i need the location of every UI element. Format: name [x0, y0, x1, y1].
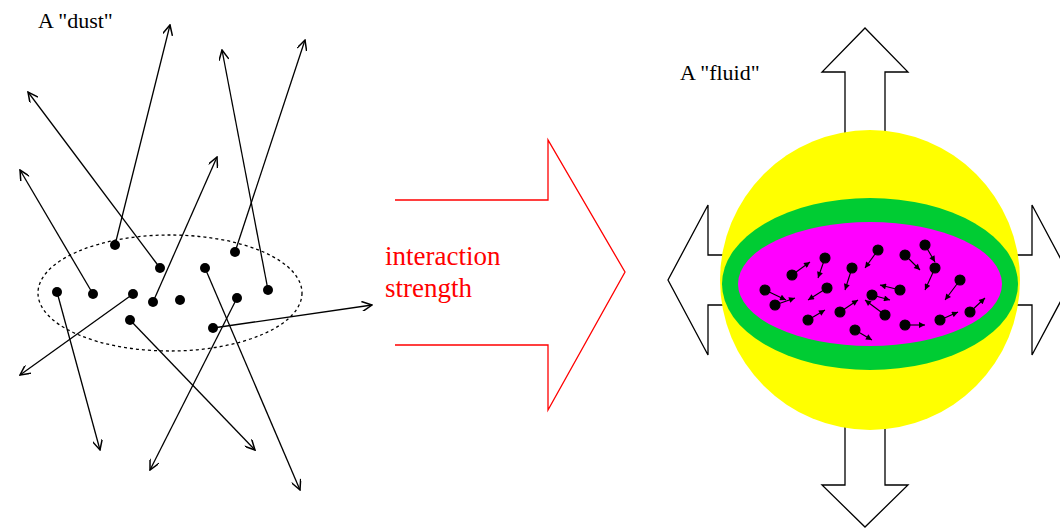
particle — [820, 253, 830, 263]
particle — [200, 263, 210, 273]
particle — [935, 315, 945, 325]
particle — [955, 275, 965, 285]
panel-label: A "dust" — [38, 8, 113, 34]
hollow-arrow — [822, 420, 908, 527]
particle — [930, 263, 940, 273]
particle-track — [222, 50, 268, 290]
particle — [847, 263, 857, 273]
particle — [52, 287, 62, 297]
particle — [900, 320, 910, 330]
outer-zone — [720, 130, 1020, 430]
particle — [760, 285, 770, 295]
fluid-particles — [760, 240, 985, 340]
particle-track — [20, 170, 93, 294]
particle-track — [20, 294, 133, 375]
particle — [110, 240, 120, 250]
particle — [867, 290, 877, 300]
particle — [263, 285, 273, 295]
middle-zone — [722, 198, 1018, 370]
particle-track — [28, 92, 160, 268]
particle-track — [153, 157, 217, 302]
particle — [128, 289, 138, 299]
particle — [175, 295, 185, 305]
particle — [873, 245, 883, 255]
particle — [787, 270, 797, 280]
particle-track — [205, 268, 300, 490]
particle-track — [150, 298, 237, 470]
particle — [208, 323, 218, 333]
hollow-arrow — [822, 28, 908, 140]
particle — [965, 307, 975, 317]
panel-label: A "fluid" — [680, 60, 760, 86]
arrow-label: interaction strength — [385, 240, 525, 305]
particle — [835, 307, 845, 317]
particle-track — [115, 25, 170, 245]
core-zone — [738, 222, 1002, 346]
particle — [822, 283, 832, 293]
particle-track — [57, 292, 100, 450]
particle-track — [235, 40, 305, 252]
particle — [803, 315, 813, 325]
particle — [770, 300, 780, 310]
particle — [155, 263, 165, 273]
particle — [880, 310, 890, 320]
particle — [230, 247, 240, 257]
particle — [125, 315, 135, 325]
dust-particles — [20, 25, 372, 490]
particle — [900, 250, 910, 260]
particle — [850, 325, 860, 335]
process-arrow: interaction strength — [380, 136, 632, 414]
particle — [920, 240, 930, 250]
particle — [88, 289, 98, 299]
particle — [895, 285, 905, 295]
particle-track — [213, 305, 372, 328]
particle — [148, 297, 158, 307]
expansion-arrows — [668, 28, 1060, 527]
particle — [232, 293, 242, 303]
dust-dots — [52, 240, 273, 333]
